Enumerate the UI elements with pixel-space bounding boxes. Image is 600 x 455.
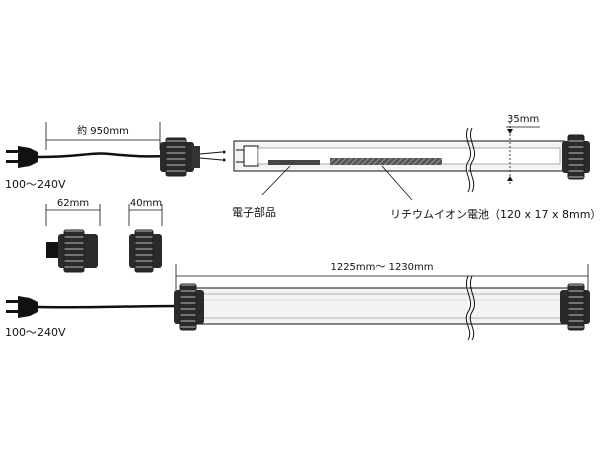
electronics-component <box>268 160 320 165</box>
voltage-label-bottom: 100〜240V <box>5 326 66 339</box>
plug-icon-top <box>6 146 38 168</box>
tube-length-dimension: 1225mm〜 1230mm <box>175 262 589 290</box>
plug-icon-bottom <box>6 296 38 318</box>
tube-length-label: 1225mm〜 1230mm <box>330 262 433 273</box>
end-cap-bottom-right <box>560 283 590 331</box>
battery-label: リチウムイオン電池（120 x 17 x 8mm） <box>390 208 600 221</box>
cap-40-label: 40mm <box>130 198 162 209</box>
end-cap-top-left <box>160 137 200 177</box>
full-tube-view <box>174 275 590 341</box>
break-mark-top <box>465 127 472 193</box>
power-cord-top <box>37 152 166 159</box>
top-cord-assembly <box>6 137 226 177</box>
cap-62mm-view: 62mm <box>45 198 101 273</box>
tube-inner-view <box>233 127 590 193</box>
break-mark-bottom <box>465 275 472 341</box>
cord-length-label: 約 950mm <box>77 124 129 137</box>
electronics-label: 電子部品 <box>232 205 276 219</box>
diameter-label: 35mm <box>507 114 539 125</box>
cap-40mm-view: 40mm <box>128 198 163 273</box>
diameter-dimension: 35mm <box>506 114 540 185</box>
voltage-label-top: 100〜240V <box>5 178 66 191</box>
cap-62-label: 62mm <box>57 198 89 209</box>
end-cap-bottom-left <box>174 283 204 331</box>
lithium-battery <box>330 158 442 165</box>
cord-length-dimension: 約 950mm <box>45 122 161 150</box>
power-cord-bottom <box>37 304 179 309</box>
end-cap-top-right <box>562 134 590 180</box>
bottom-cord-assembly <box>6 296 179 318</box>
